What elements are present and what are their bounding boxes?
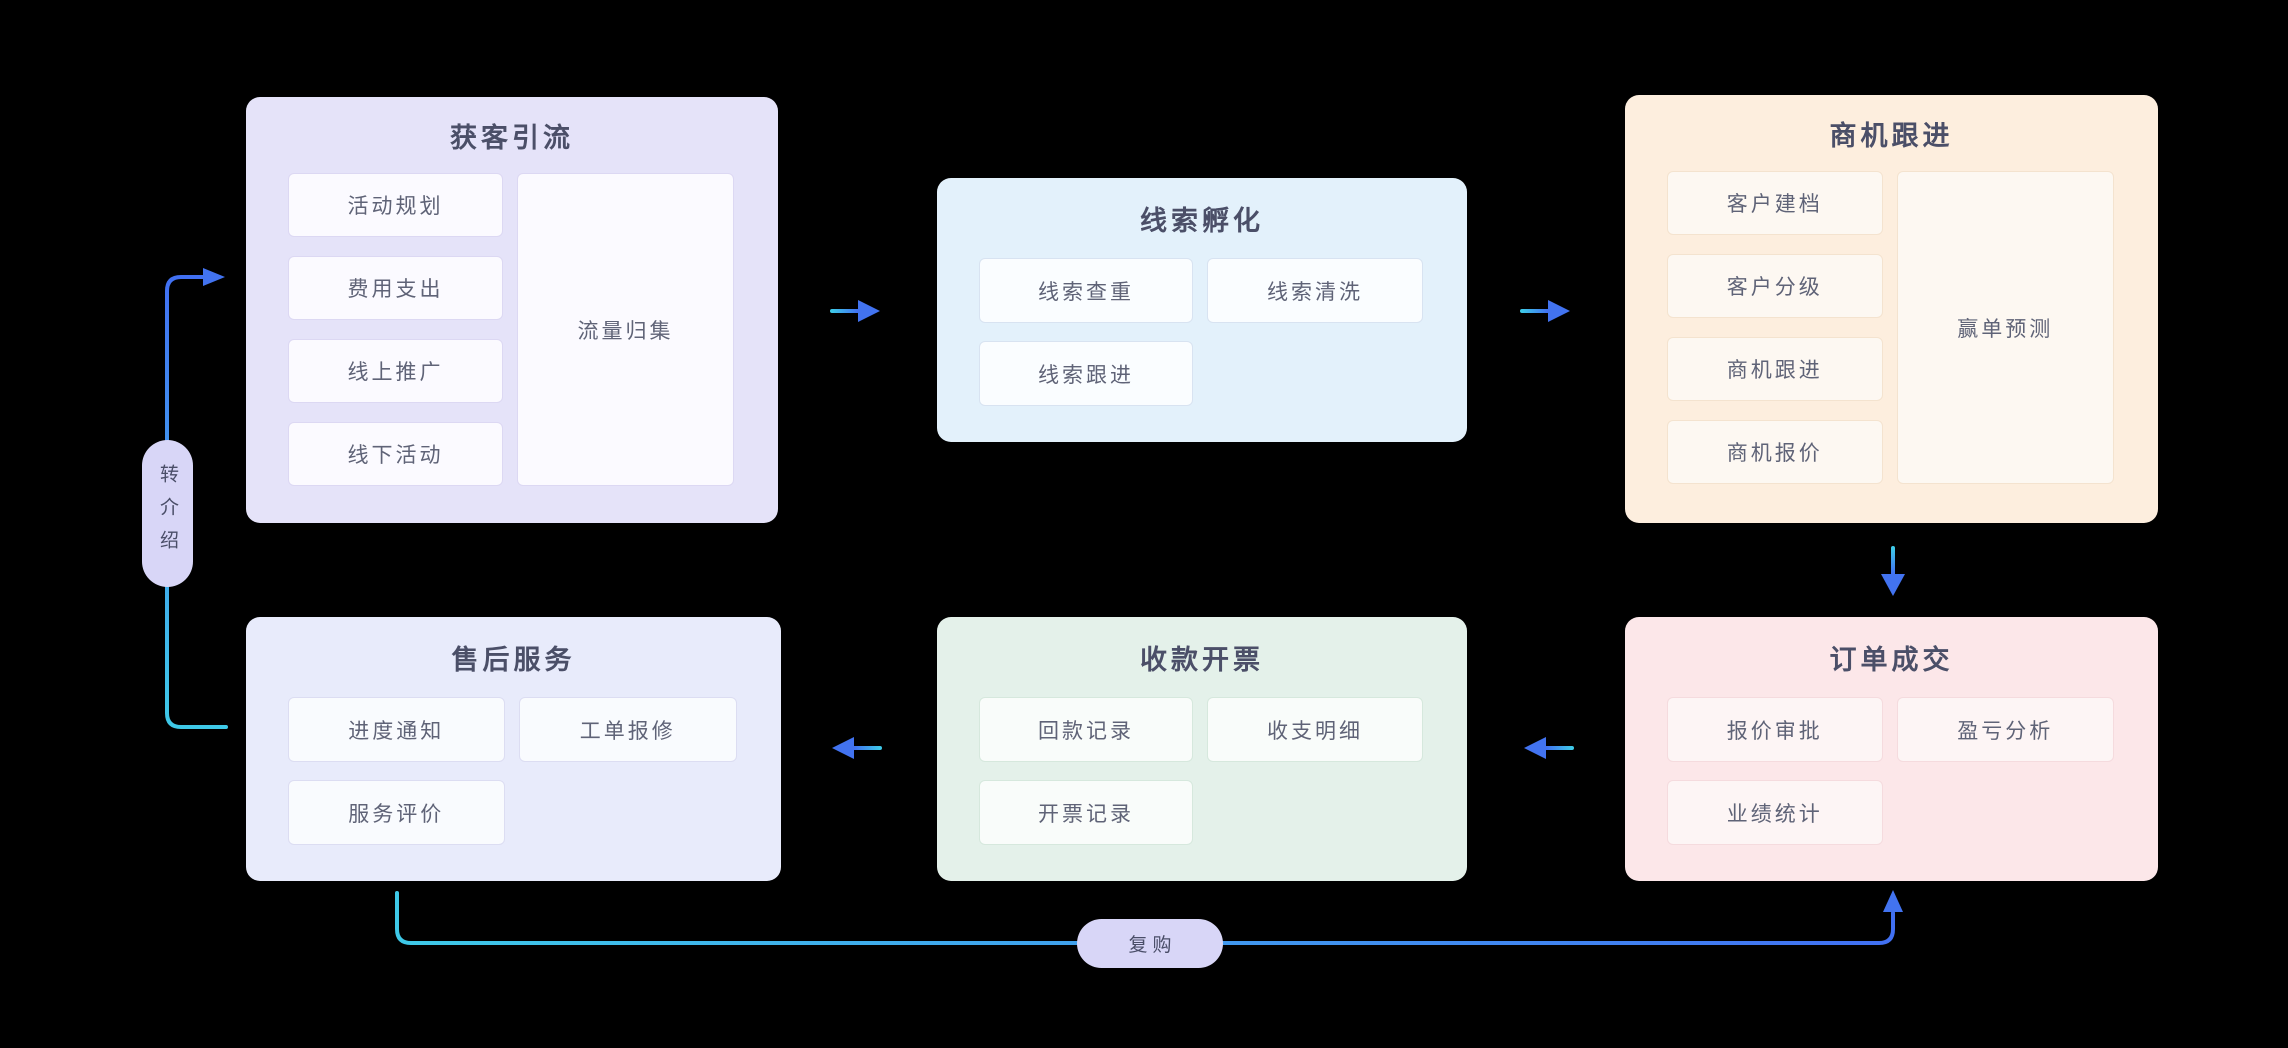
panel-order-closing: 订单成交 报价审批 业绩统计 盈亏分析	[1625, 617, 2158, 881]
feature-item: 活动规划	[288, 173, 503, 237]
feature-item-side: 线索清洗	[1207, 258, 1423, 323]
arrow-right-head-icon	[858, 300, 880, 322]
referral-arrowhead-icon	[203, 268, 225, 286]
panel-title: 商机跟进	[1829, 120, 1954, 151]
arrow-left-head-icon	[1524, 737, 1546, 759]
feature-item: 商机报价	[1667, 420, 1883, 484]
feature-item-side: 赢单预测	[1896, 171, 2114, 484]
panel-collection-invoicing: 收款开票 回款记录 开票记录 收支明细	[937, 617, 1467, 881]
panel-title: 获客引流	[450, 122, 574, 153]
panel-opportunity-follow-up: 商机跟进 客户建档 客户分级 商机跟进 商机报价 赢单预测	[1625, 95, 2158, 523]
panel-title: 收款开票	[1140, 644, 1264, 675]
feature-item: 线下活动	[288, 422, 503, 486]
feature-item-side: 工单报修	[518, 697, 737, 762]
feature-item-side: 收支明细	[1207, 697, 1423, 762]
feature-item: 开票记录	[979, 780, 1193, 845]
feature-item: 服务评价	[288, 780, 505, 845]
feature-item-side: 流量归集	[517, 173, 734, 486]
arrow-left-head-icon	[832, 737, 854, 759]
repurchase-arrowhead-icon	[1883, 890, 1903, 912]
feature-item: 客户建档	[1667, 171, 1883, 235]
referral-pill-label: 转介绍	[142, 440, 193, 587]
feature-item: 商机跟进	[1667, 337, 1883, 401]
feature-item: 线索查重	[979, 258, 1193, 323]
feature-item-side: 盈亏分析	[1896, 697, 2114, 762]
feature-item: 回款记录	[979, 697, 1193, 762]
feature-item: 报价审批	[1667, 697, 1883, 762]
feature-item: 业绩统计	[1667, 780, 1883, 845]
feature-item: 线上推广	[288, 339, 503, 403]
panel-after-sales-service: 售后服务 进度通知 服务评价 工单报修	[246, 617, 781, 881]
panel-customer-acquisition: 获客引流 活动规划 费用支出 线上推广 线下活动 流量归集	[246, 97, 778, 523]
panel-title: 订单成交	[1829, 644, 1954, 675]
panel-title: 线索孵化	[1140, 205, 1264, 236]
feature-item: 客户分级	[1667, 254, 1883, 318]
arrow-right-head-icon	[1548, 300, 1570, 322]
panel-lead-incubation: 线索孵化 线索查重 线索跟进 线索清洗	[937, 178, 1467, 442]
repurchase-pill-label: 复购	[1077, 919, 1223, 968]
panel-title: 售后服务	[451, 644, 576, 675]
feature-item: 费用支出	[288, 256, 503, 320]
feature-item: 线索跟进	[979, 341, 1193, 406]
arrow-down-head-icon	[1881, 574, 1905, 596]
feature-item: 进度通知	[288, 697, 505, 762]
